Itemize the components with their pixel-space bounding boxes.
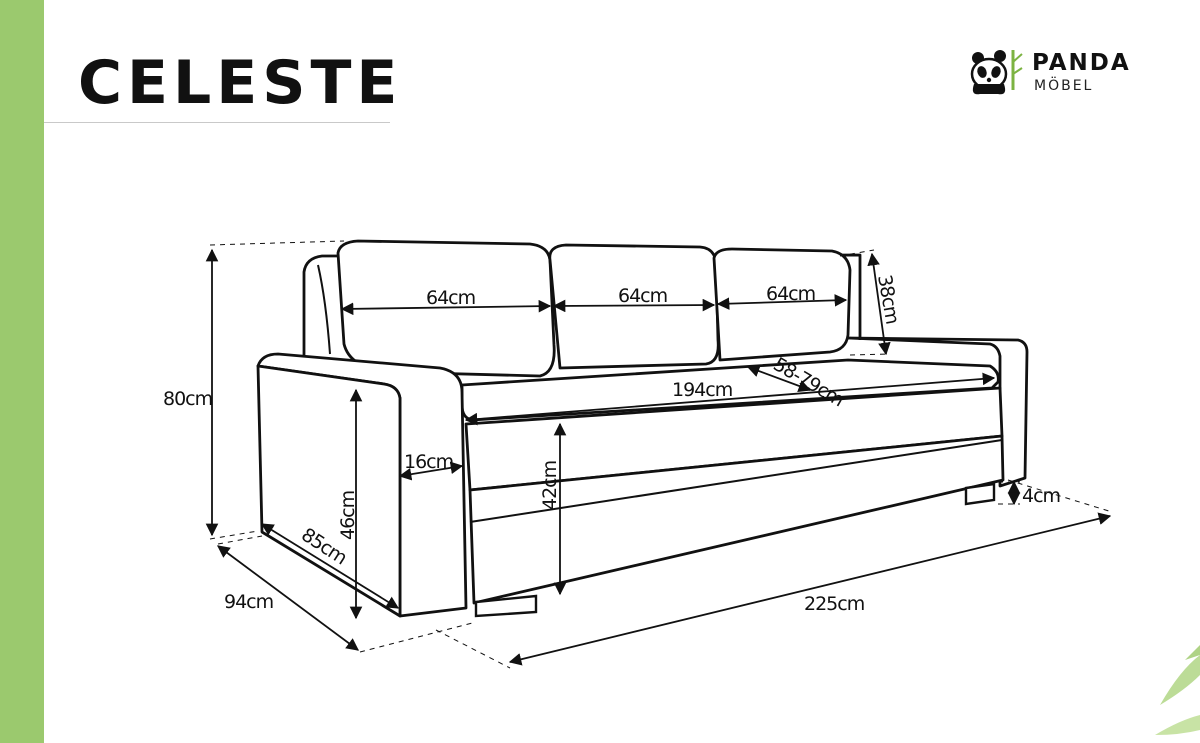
dimension-arrows [205,248,1112,666]
brand-subtitle: MÖBEL [1034,78,1094,94]
label-leg-height: 4cm [1022,485,1060,507]
label-armrest-width: 16cm [404,451,453,473]
product-title: CELESTE [78,48,403,118]
label-seat-width: 194cm [672,379,732,401]
label-total-depth: 94cm [224,591,273,613]
label-armrest-height: 46cm [337,491,359,540]
label-cushion-1: 64cm [426,287,475,309]
title-divider [44,122,390,123]
leaf-decoration-icon [1155,645,1200,735]
brand-logo: PANDA MÖBEL [966,44,1146,104]
panda-icon [970,50,1023,95]
left-armrest [256,352,468,618]
label-seat-height: 42cm [539,461,561,510]
label-total-height: 80cm [163,388,212,410]
label-cushion-2: 64cm [618,285,667,307]
label-total-width: 225cm [804,593,864,615]
label-cushion-3: 64cm [766,283,815,305]
label-back-cushion-height: 38cm [873,273,903,325]
brand-name: PANDA [1032,50,1131,76]
green-accent-bar [0,0,44,743]
